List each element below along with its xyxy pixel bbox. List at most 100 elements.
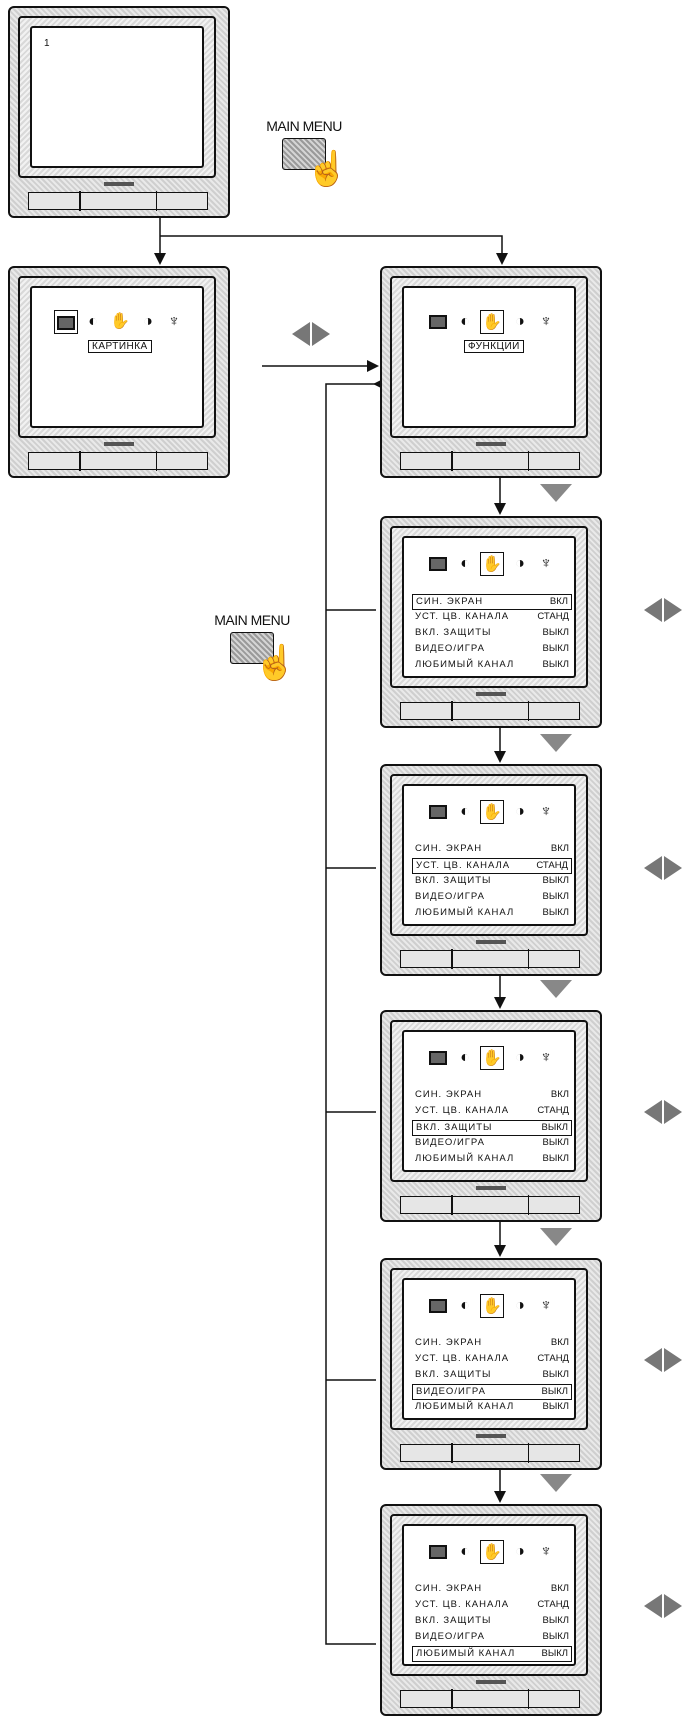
menu-item-label: УСТ. ЦВ. КАНАЛА [415,1105,510,1116]
install-icon: ◑ [515,313,525,330]
tuning-icon: ♆ [540,555,552,572]
menu-item-value: ВЫКЛ [542,891,569,902]
tv-channel-display: 1 [8,6,230,218]
menu-item-value: ВКЛ [550,843,569,854]
menu-item[interactable]: ВИДЕО/ИГРА ВЫКЛ [412,1384,572,1400]
menu-icon-bar: ◐✋◑♆ [426,552,562,578]
menu-item[interactable]: ВКЛ. ЗАЩИТЫ ВЫКЛ [412,1614,572,1630]
menu-item-label: ЛЮБИМЫЙ КАНАЛ [415,1153,515,1164]
menu-item-value: ВКЛ [550,1089,569,1100]
tv-screen: 1 [30,26,204,168]
functions-icon: ✋ [480,1540,504,1564]
menu-item[interactable]: СИН. ЭКРАН ВКЛ [412,1088,572,1104]
menu-item[interactable]: ЛЮБИМЫЙ КАНАЛ ВЫКЛ [412,658,572,674]
sound-icon: ◐ [460,1297,470,1314]
menu-item-label: ЛЮБИМЫЙ КАНАЛ [416,1648,516,1659]
menu-item-label: ВИДЕО/ИГРА [415,1631,485,1642]
picture-icon [426,1046,450,1070]
menu-item[interactable]: СИН. ЭКРАН ВКЛ [412,842,572,858]
main-menu-button[interactable]: MAIN MENU ☝ [214,612,296,680]
main-menu-key: ☝ [226,632,296,680]
menu-item-label: СИН. ЭКРАН [415,1337,483,1348]
menu-item-value: ВЫКЛ [542,659,569,670]
main-menu-label: MAIN MENU [214,612,290,628]
left-right-arrows-icon [644,1348,684,1372]
tv-logo [476,1434,506,1438]
menu-item-label: УСТ. ЦВ. КАНАЛА [415,611,510,622]
tv-functions-menu: ◐ ✋ ◑ ♆ ФУНКЦИИ [380,266,602,478]
install-icon: ◑ [143,313,153,330]
main-menu-label: MAIN MENU [266,118,342,134]
left-right-arrows-icon [644,598,684,622]
menu-title: ФУНКЦИИ [464,340,524,353]
menu-item-value: ВЫКЛ [541,1122,568,1133]
down-arrow-icon [540,1474,572,1492]
menu-item-value: ВЫКЛ [542,1615,569,1626]
main-menu-button[interactable]: MAIN MENU ☝ [266,118,348,186]
menu-item-value: ВЫКЛ [541,1386,568,1397]
tv-logo [476,692,506,696]
sound-icon: ◐ [460,313,470,330]
sound-icon: ◐ [460,1049,470,1066]
menu-item-label: СИН. ЭКРАН [415,843,483,854]
menu-item-label: УСТ. ЦВ. КАНАЛА [415,1353,510,1364]
menu-icon-bar: ◐✋◑♆ [426,1540,562,1566]
menu-item-value: ВЫКЛ [542,907,569,918]
tv-logo [104,182,134,186]
menu-item-label: ВИДЕО/ИГРА [416,1386,486,1397]
left-right-arrows-icon [644,1594,684,1618]
key-icon [230,632,274,664]
tv-bezel: 1 [18,16,216,178]
pointing-hand-icon: ☝ [254,644,297,682]
tuning-icon: ♆ [168,313,180,330]
tv-screen: ◐ ✋ ◑ ♆ КАРТИНКА [30,286,204,428]
menu-item-label: ВКЛ. ЗАЩИТЫ [415,1615,492,1626]
tv-logo [476,1186,506,1190]
functions-icon: ✋ [480,1294,504,1318]
tv-base [400,1689,580,1709]
menu-item-label: СИН. ЭКРАН [415,1089,483,1100]
tv-base [400,1195,580,1215]
menu-icon-bar: ◐ ✋ ◑ ♆ [54,310,190,336]
menu-item-value: ВКЛ [549,596,568,607]
menu-item[interactable]: УСТ. ЦВ. КАНАЛА СТАНД [412,610,572,626]
picture-icon [54,310,78,334]
tv-logo [476,940,506,944]
tv-logo [476,1680,506,1684]
menu-item-value: СТАНД [537,611,569,622]
tv-base [400,949,580,969]
menu-icon-bar: ◐✋◑♆ [426,800,562,826]
sound-icon: ◐ [460,1543,470,1560]
menu-item-value: ВЫКЛ [542,875,569,886]
menu-item-label: ЛЮБИМЫЙ КАНАЛ [415,659,515,670]
sound-icon: ◐ [460,555,470,572]
